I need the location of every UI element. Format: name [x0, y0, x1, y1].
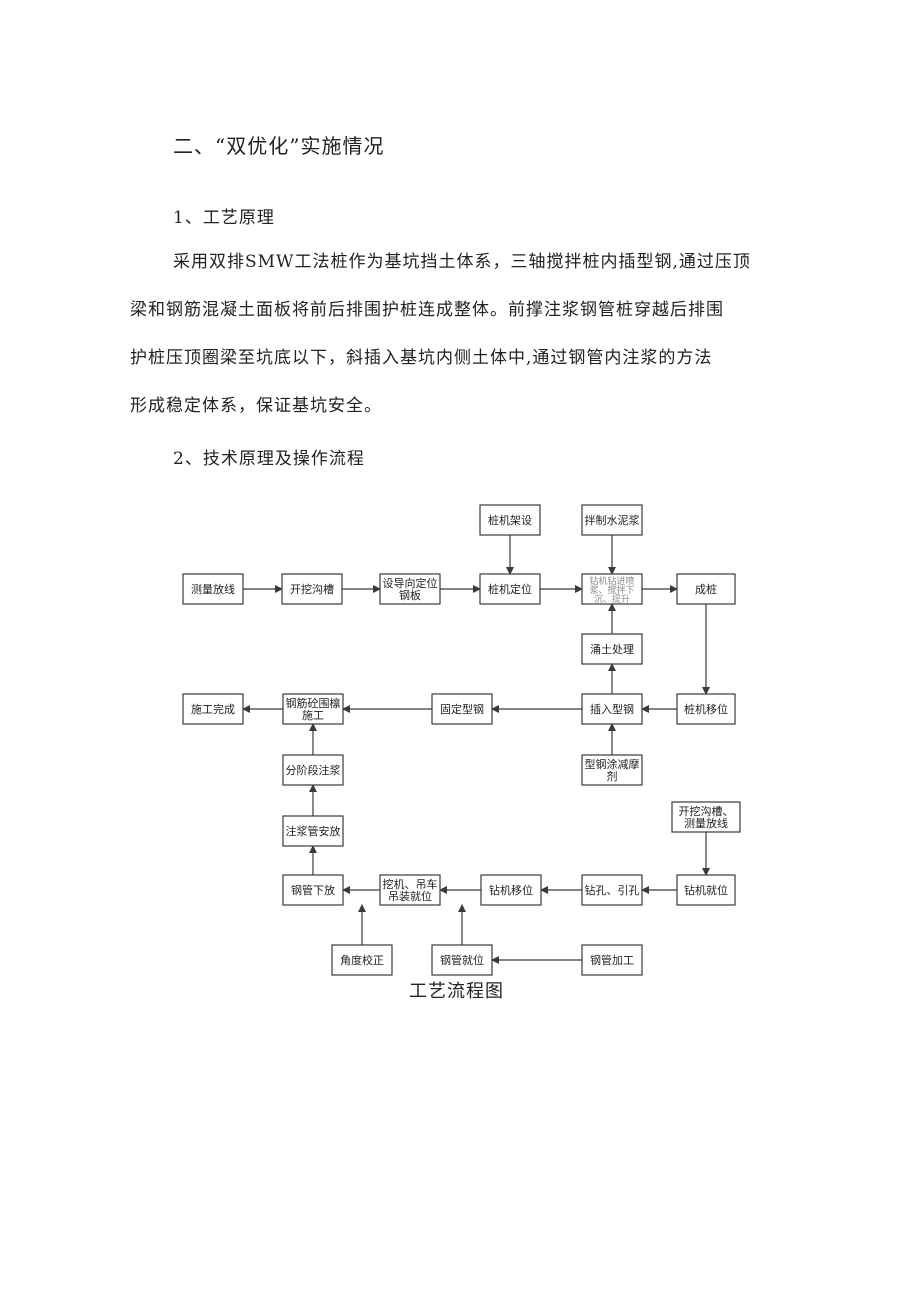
flow-node-box	[480, 874, 542, 906]
flow-node-box	[282, 874, 344, 906]
flow-node-box	[282, 815, 344, 847]
flow-node-mix-cement: 拌制水泥浆	[581, 504, 643, 536]
flow-node-dig-measure: 开挖沟槽、测量放线	[671, 801, 741, 833]
paragraph-line: 梁和钢筋混凝土面板将前后排围护桩连成整体。前撑注浆钢管桩穿越后排围	[130, 300, 724, 320]
flow-node-label: 测量放线	[191, 582, 235, 596]
principle-paragraph: 采用双排SMW工法桩作为基坑挡土体系，三轴搅拌桩内插型钢,通过压顶 梁和钢筋混凝…	[130, 238, 800, 430]
flow-node-box	[581, 633, 643, 665]
flow-node-label: 开挖沟槽	[290, 582, 334, 596]
flow-node-box	[431, 693, 493, 725]
flow-node-label: 沉、提升	[594, 594, 630, 605]
flow-node-label: 型钢涂减摩	[585, 757, 640, 771]
flow-node-label: 钢管加工	[590, 953, 634, 967]
flow-node-label: 浆、搅拌下	[589, 584, 634, 596]
flow-node-label: 吊装就位	[388, 889, 432, 903]
paragraph-line: 形成稳定体系，保证基坑安全。	[130, 396, 382, 416]
flow-node-label: 开挖沟槽、	[679, 804, 734, 818]
flow-node-label: 钻机就位	[684, 883, 728, 897]
flowchart-arrows	[242, 535, 710, 964]
flow-node-pile-move: 桩机移位	[676, 693, 736, 725]
flow-node-label: 分阶段注浆	[286, 763, 341, 777]
flow-node-box	[282, 754, 344, 786]
flow-node-label: 挖机、吊车	[383, 877, 438, 891]
flow-node-box	[581, 874, 643, 906]
flow-node-box	[581, 944, 643, 976]
flow-node-box	[581, 693, 643, 725]
flow-node-label: 固定型钢	[440, 702, 484, 716]
paragraph-line: 采用双排SMW工法桩作为基坑挡土体系，三轴搅拌桩内插型钢,通过压顶	[173, 252, 751, 272]
figure-caption: 工艺流程图	[409, 981, 504, 1002]
flow-node-box	[479, 504, 541, 536]
flow-node-label: 钢筋砼围檩	[286, 696, 341, 710]
flow-node-box	[581, 504, 643, 536]
flow-node-finish: 施工完成	[182, 693, 244, 725]
flow-node-label: 钢管就位	[440, 953, 484, 967]
flow-node-insert-steel: 插入型钢	[581, 693, 643, 725]
flow-node-label: 钻机移位	[489, 883, 533, 897]
flow-node-label: 拌制水泥浆	[585, 513, 640, 527]
flow-node-box	[431, 944, 493, 976]
flow-node-pile-locate: 桩机定位	[479, 573, 541, 605]
flow-node-label: 钢管下放	[291, 883, 335, 897]
flow-node-label: 施工完成	[191, 702, 235, 716]
flow-node-label: 施工	[302, 709, 324, 722]
flow-node-grout-pipe: 注浆管安放	[282, 815, 344, 847]
flow-node-box	[281, 573, 343, 605]
flow-node-box	[581, 573, 643, 605]
flow-node-box	[182, 573, 244, 605]
subsection-title-principle: 1、工艺原理	[173, 208, 275, 228]
flow-node-box	[282, 693, 344, 725]
flow-node-fix-steel: 固定型钢	[431, 693, 493, 725]
flow-node-label: 钻孔、引孔	[585, 883, 640, 897]
flow-node-label: 剂	[607, 769, 618, 783]
flow-node-box	[676, 874, 736, 906]
flow-node-drill-move: 钻机移位	[480, 874, 542, 906]
flow-node-measure: 测量放线	[182, 573, 244, 605]
flow-node-box	[676, 573, 736, 605]
flow-node-label: 桩机移位	[684, 702, 728, 716]
flow-node-pile-done: 成桩	[676, 573, 736, 605]
flow-node-label: 钻机钻进喷	[589, 575, 634, 587]
flow-node-drill-ready: 钻机就位	[676, 874, 736, 906]
flow-node-pipe-lower: 钢管下放	[282, 874, 344, 906]
flow-node-box	[182, 693, 244, 725]
flow-node-box	[379, 573, 441, 605]
flow-node-drill-hole: 钻孔、引孔	[581, 874, 643, 906]
flow-node-label: 测量放线	[684, 816, 728, 830]
paragraph-line: 护桩压顶圈梁至坑底以下，斜插入基坑内侧土体中,通过钢管内注浆的方法	[130, 348, 713, 368]
flow-node-staged-grout: 分阶段注浆	[282, 754, 344, 786]
flow-node-box	[676, 693, 736, 725]
flow-node-box	[331, 944, 393, 976]
flow-node-pipe-process: 钢管加工	[581, 944, 643, 976]
flow-node-label: 设导向定位	[383, 576, 438, 590]
flow-node-soil-process: 涌土处理	[581, 633, 643, 665]
section-heading: 二、“双优化”实施情况	[173, 134, 385, 158]
flow-node-label: 桩机定位	[488, 582, 532, 596]
flow-node-label: 钢板	[399, 588, 421, 602]
flow-node-pile-erect: 桩机架设	[479, 504, 541, 536]
subsection-title-process: 2、技术原理及操作流程	[173, 449, 365, 469]
flow-node-label: 桩机架设	[488, 513, 532, 527]
flow-node-box	[581, 754, 643, 786]
flow-node-label: 角度校正	[340, 953, 384, 967]
flow-node-label: 成桩	[695, 582, 717, 596]
flow-node-dig-trench: 开挖沟槽	[281, 573, 343, 605]
flow-node-box	[671, 801, 741, 833]
flow-node-label: 插入型钢	[590, 702, 634, 716]
flow-node-box	[379, 874, 441, 906]
flow-node-box	[479, 573, 541, 605]
flow-node-pipe-ready: 钢管就位	[431, 944, 493, 976]
flow-node-angle-correct: 角度校正	[331, 944, 393, 976]
flow-node-label: 涌土处理	[590, 643, 634, 656]
flow-node-label: 注浆管安放	[286, 824, 341, 838]
